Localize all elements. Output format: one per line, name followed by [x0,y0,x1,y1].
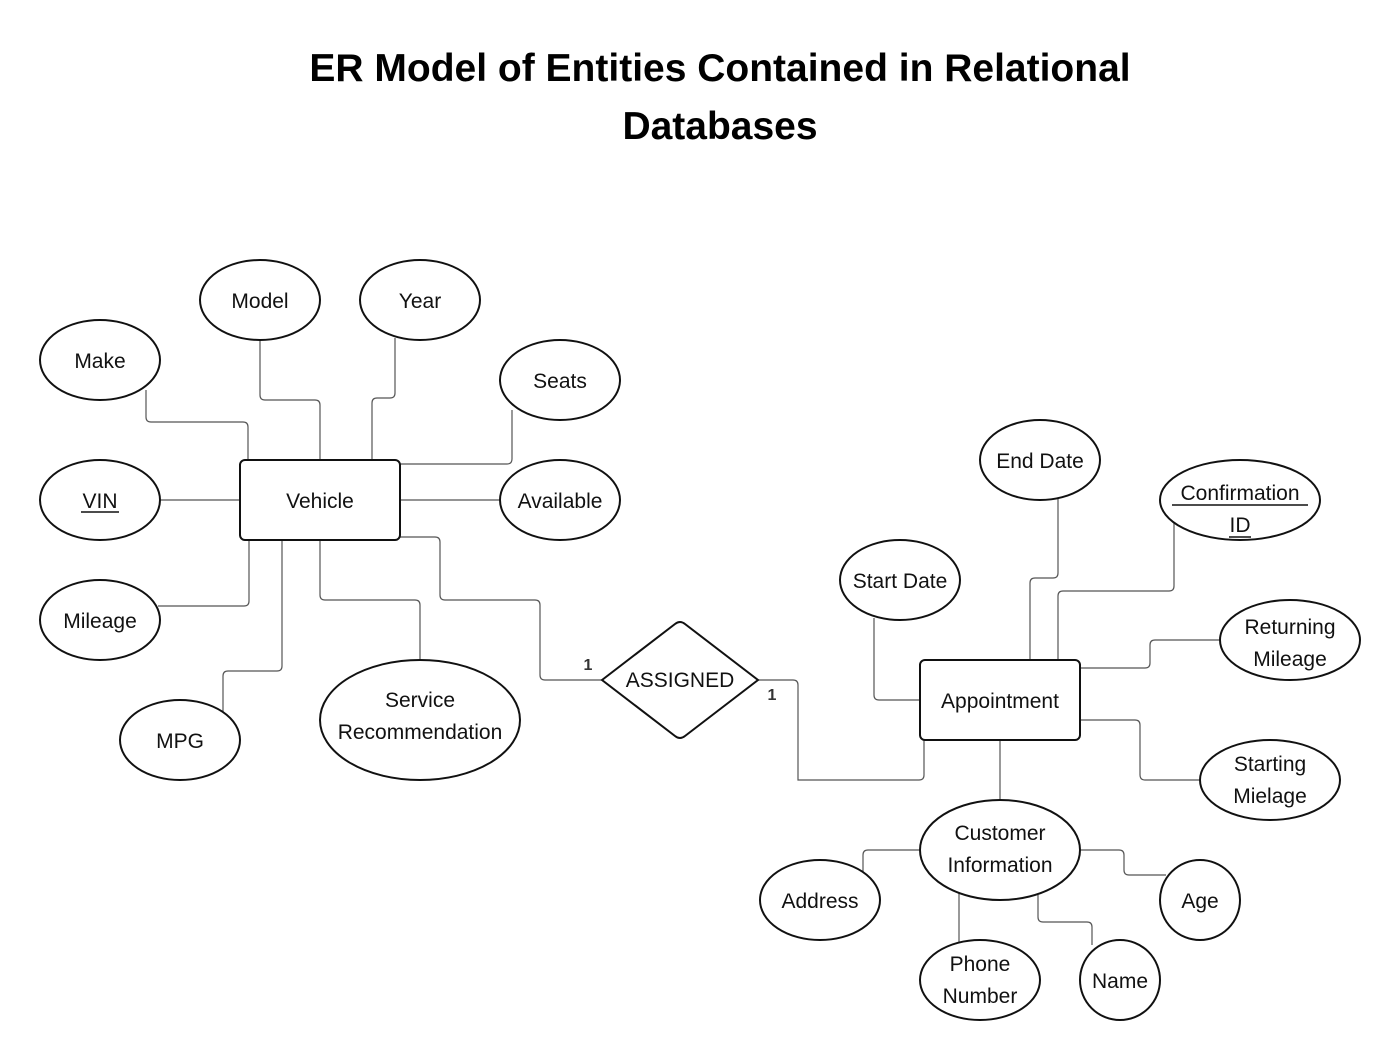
diagram-title: ER Model of Entities Contained in Relati… [280,40,1160,156]
attribute-start-date: Start Date [839,539,961,621]
attribute-mileage: Mileage [39,579,161,661]
attribute-service-line-1: Service [385,689,455,712]
attribute-customer-information: Customer Information [919,799,1081,901]
attribute-confirmation-id-shape [1159,459,1321,541]
connector-address [862,849,920,872]
attribute-mileage-label: Mileage [63,610,137,633]
attribute-phone-number: Phone Number [919,939,1041,1021]
attribute-starting-mielage-shape [1199,739,1341,821]
attribute-seats-shape [499,339,621,421]
attribute-available: Available [499,459,621,541]
attribute-year: Year [359,259,481,341]
attribute-service-line-2: Recommendation [338,721,503,744]
attribute-model: Model [199,259,321,341]
attribute-phone-line-1: Phone [950,953,1011,976]
attribute-available-shape [499,459,621,541]
attribute-vin-shape [39,459,161,541]
entity-appointment-label: Appointment [941,690,1059,713]
connector-mileage [158,540,250,607]
connector-name [1037,895,1093,945]
relationship-assigned-label: ASSIGNED [626,669,735,692]
connector-returning [1080,639,1220,669]
attribute-starting-line-1: Starting [1234,753,1306,776]
attribute-seats: Seats [499,339,621,421]
attribute-vin: VIN [39,459,161,541]
attribute-year-shape [359,259,481,341]
attribute-mileage-shape [39,579,161,661]
attribute-service-recommendation: Service Recommendation [319,659,521,781]
entity-vehicle-shape [239,459,401,541]
attribute-available-label: Available [518,490,603,513]
attribute-make: Make [39,319,161,401]
entity-appointment: Appointment [919,659,1081,741]
attribute-seats-label: Seats [533,370,587,393]
attribute-customer-line-1: Customer [954,822,1045,845]
cardinality-appointment-side: 1 [768,687,777,704]
attribute-vin-label: VIN [82,490,117,513]
attribute-confirmation-line-2: ID [1230,514,1251,537]
attribute-age-label: Age [1181,890,1218,913]
connector-seats [400,410,513,465]
attribute-end-date: End Date [979,419,1101,501]
attribute-age: Age [1159,859,1241,941]
attribute-make-shape [39,319,161,401]
attribute-address: Address [759,859,881,941]
relationship-assigned: ASSIGNED 1 1 [584,621,777,739]
attribute-returning-mileage-shape [1219,599,1361,681]
attribute-start-date-shape [839,539,961,621]
connector-year [371,338,396,460]
attribute-service-recommendation-shape [319,659,521,781]
attribute-phone-number-shape [919,939,1041,1021]
connector-start-date [873,618,920,701]
attribute-returning-mileage: Returning Mileage [1219,599,1361,681]
connector-model [259,340,321,460]
connector-starting [1080,719,1200,781]
attribute-starting-line-2: Mielage [1233,785,1307,808]
title-line-2: Databases [622,105,818,148]
attribute-mpg: MPG [119,699,241,781]
attribute-make-label: Make [74,350,125,373]
attribute-end-date-shape [979,419,1101,501]
connector-mpg [222,540,283,712]
connector-age [1080,849,1166,876]
attribute-name: Name [1079,939,1161,1021]
attribute-year-label: Year [399,290,441,313]
attribute-customer-line-2: Information [947,854,1052,877]
attribute-name-label: Name [1092,970,1148,993]
attribute-returning-line-2: Mileage [1253,648,1327,671]
attribute-mpg-label: MPG [156,730,204,753]
attribute-phone-line-2: Number [943,985,1018,1008]
attribute-customer-information-shape [919,799,1081,901]
attribute-address-shape [759,859,881,941]
attribute-mpg-shape [119,699,241,781]
attribute-starting-mielage: Starting Mielage [1199,739,1341,821]
attribute-model-shape [199,259,321,341]
attribute-confirmation-id: Confirmation ID [1159,459,1321,541]
attribute-end-date-label: End Date [996,450,1084,473]
cardinality-vehicle-side: 1 [584,657,593,674]
title-line-1: ER Model of Entities Contained in Relati… [309,47,1131,90]
entity-appointment-shape [919,659,1081,741]
attribute-age-shape [1159,859,1241,941]
connector-make [145,390,249,460]
entity-vehicle: Vehicle [239,459,401,541]
attribute-name-shape [1079,939,1161,1021]
attribute-returning-line-1: Returning [1244,616,1335,639]
connector-service [319,540,421,660]
relationship-assigned-shape [600,621,760,739]
attribute-confirmation-line-1: Confirmation [1180,482,1299,505]
connector-end-date [1029,498,1059,660]
connector-vehicle-assigned [400,536,602,681]
attribute-address-label: Address [781,890,858,913]
connector-assigned-appointment [758,679,925,781]
connectors [145,338,1220,945]
entity-vehicle-label: Vehicle [286,490,354,513]
connector-confirmation [1057,498,1175,660]
attribute-start-date-label: Start Date [853,570,948,593]
attribute-model-label: Model [231,290,288,313]
